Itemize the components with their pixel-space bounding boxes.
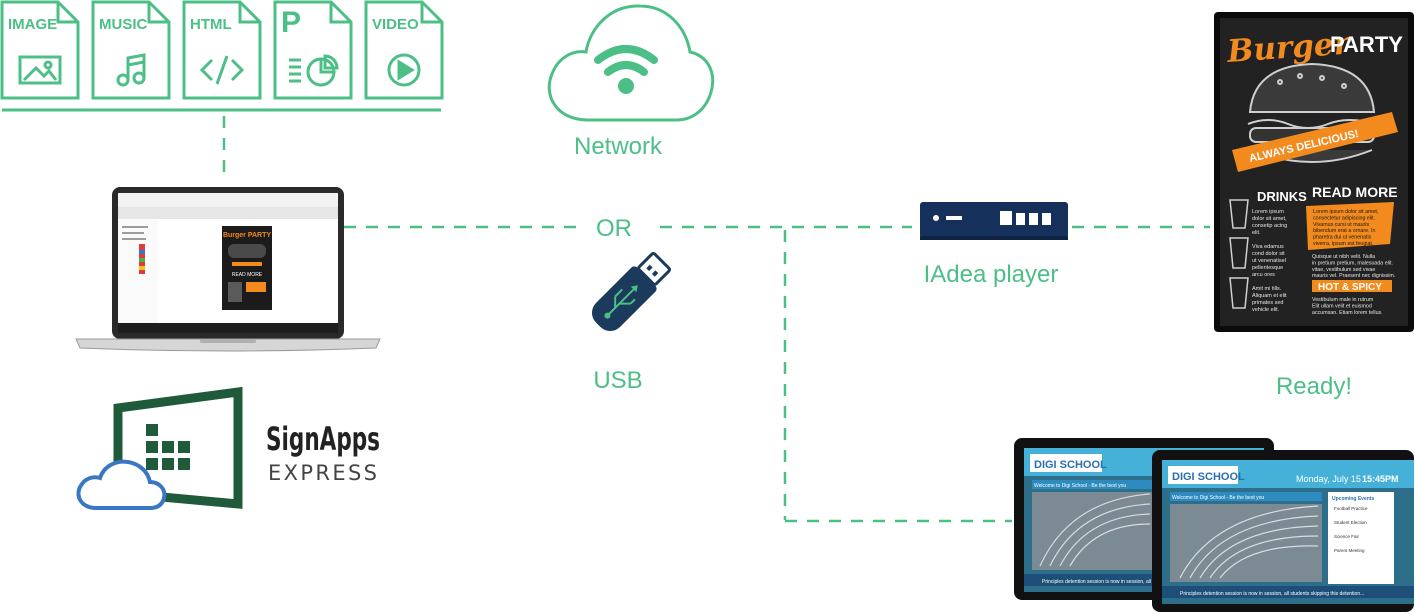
drink-cups-illustration [1229, 199, 1249, 309]
usb-label: USB [593, 367, 642, 394]
tablet-front-ticker: Principles detention session is now in s… [1180, 591, 1364, 597]
text-line: bibendum erat a ornare. In [1313, 228, 1375, 234]
poster-readmore-text: Lorem ipsum dolor sit amet,consectetur a… [1313, 209, 1378, 247]
presentation-icon [289, 54, 339, 87]
burger-illustration [1247, 62, 1377, 163]
tablet-front-time: 15:45PM [1362, 474, 1399, 484]
text-line: Quisque ut nibh velit. Nulla [1312, 254, 1375, 260]
usb-drive-icon [591, 252, 671, 332]
text-line: primates sed [1252, 300, 1284, 306]
tablet-front-date: Monday, July 15 [1296, 474, 1361, 484]
text-line: consectetur adipiscing elit. [1313, 215, 1375, 221]
text-line: Parent Meeting [1334, 548, 1365, 553]
file-music: MUSIC [91, 0, 171, 100]
play-icon [387, 53, 421, 87]
file-label: P [281, 6, 301, 39]
or-label: OR [596, 215, 632, 242]
text-line: Viva edamus [1252, 244, 1284, 250]
connector-lines [222, 116, 1210, 523]
text-line: accumsan. Etiam lorem tellus. [1312, 310, 1383, 316]
music-note-icon [116, 53, 146, 87]
network-cloud-icon [547, 4, 715, 122]
text-line: ut venenatisel [1252, 258, 1286, 264]
text-line: cond dolor sit [1252, 251, 1285, 257]
text-line: Vestibulum male in rutrum [1312, 297, 1374, 303]
text-line: elit. [1252, 230, 1261, 236]
poster-readmore-head: READ MORE [1312, 184, 1398, 200]
wifi-icon [594, 45, 658, 76]
file-types-row: IMAGE MUSIC HTML P VIDEO [0, 0, 444, 100]
text-line: consetip acing [1252, 223, 1287, 229]
text-line: Amit mi tills. [1252, 286, 1282, 292]
text-line: Elit ullam velit et euismod [1312, 303, 1372, 309]
tablet-back-brand: DIGI SCHOOL [1034, 459, 1107, 471]
text-line: arcu ores [1252, 272, 1275, 278]
text-line: in pretium pretium, malesuada elit. [1312, 260, 1393, 266]
text-line: vehicle elit. [1252, 307, 1280, 313]
file-video: VIDEO [364, 0, 444, 100]
tablet-front-welcome: Welcome to Digi School - Be the best you [1172, 495, 1264, 501]
text-line: Football Practice [1334, 506, 1368, 511]
file-label: HTML [190, 16, 232, 33]
text-line: Lorem ipsum dolor sit amet, [1313, 209, 1378, 215]
file-label: VIDEO [372, 16, 419, 33]
tablet-back-welcome: Welcome to Digi School - Be the best you [1034, 483, 1126, 489]
tablet-front: DIGI SCHOOL Monday, July 15 15:45PM Welc… [1152, 450, 1414, 612]
text-line: Aliquam et elit [1252, 293, 1287, 299]
text-line: Lorem ipsum [1252, 209, 1284, 215]
logo-line1: SignApps [266, 420, 380, 458]
text-line: Student Election [1334, 520, 1367, 525]
laptop-poster-title: Burger PARTY [223, 232, 271, 239]
tablet-back-ticker: Principles detention session is now in s… [1042, 579, 1226, 585]
file-label: MUSIC [99, 16, 148, 33]
poster-title-bold: PARTY [1330, 32, 1403, 57]
burger-poster-display: Burger PARTY ALWAYS DELICIOUS! DRINKS RE… [1214, 12, 1414, 332]
cloud-icon [76, 459, 167, 510]
tablet-front-side-head: Upcoming Events [1332, 496, 1374, 502]
tablet-front-brand: DIGI SCHOOL [1172, 471, 1245, 483]
file-html: HTML [182, 0, 262, 100]
text-line: dolor sit amet, [1252, 216, 1287, 222]
text-line: mauris vel. Praesent nec dignissim. [1312, 273, 1395, 279]
text-line: pharetra dui ut venenatis [1313, 235, 1372, 241]
signapps-logo: SignApps EXPRESS [76, 386, 380, 510]
poster-hot-label: HOT & SPICY [1318, 282, 1382, 293]
poster-title-script: Burger [1225, 25, 1354, 70]
image-icon [18, 55, 62, 85]
text-line: pellentesque [1252, 265, 1283, 271]
file-label: IMAGE [8, 16, 57, 33]
network-label: Network [574, 133, 663, 160]
laptop-poster-subtitle: READ MORE [232, 272, 263, 278]
file-p: P [273, 0, 353, 100]
laptop-icon: Burger PARTY READ MORE [75, 187, 381, 352]
code-icon [199, 55, 245, 85]
text-line: Science Fair [1334, 534, 1360, 539]
ready-label: Ready! [1276, 373, 1352, 400]
logo-line2: EXPRESS [268, 461, 380, 485]
text-line: vitae, vestibulum sed vivae [1312, 267, 1375, 273]
iadea-player-icon [920, 202, 1068, 240]
iadea-player-label: IAdea player [924, 261, 1059, 288]
text-line: viverra, ipsum est feugiat. [1313, 241, 1373, 247]
file-image: IMAGE [0, 0, 80, 100]
poster-drinks-head: DRINKS [1257, 189, 1307, 204]
text-line: Vivamus cursi ut mauris [1313, 222, 1369, 228]
